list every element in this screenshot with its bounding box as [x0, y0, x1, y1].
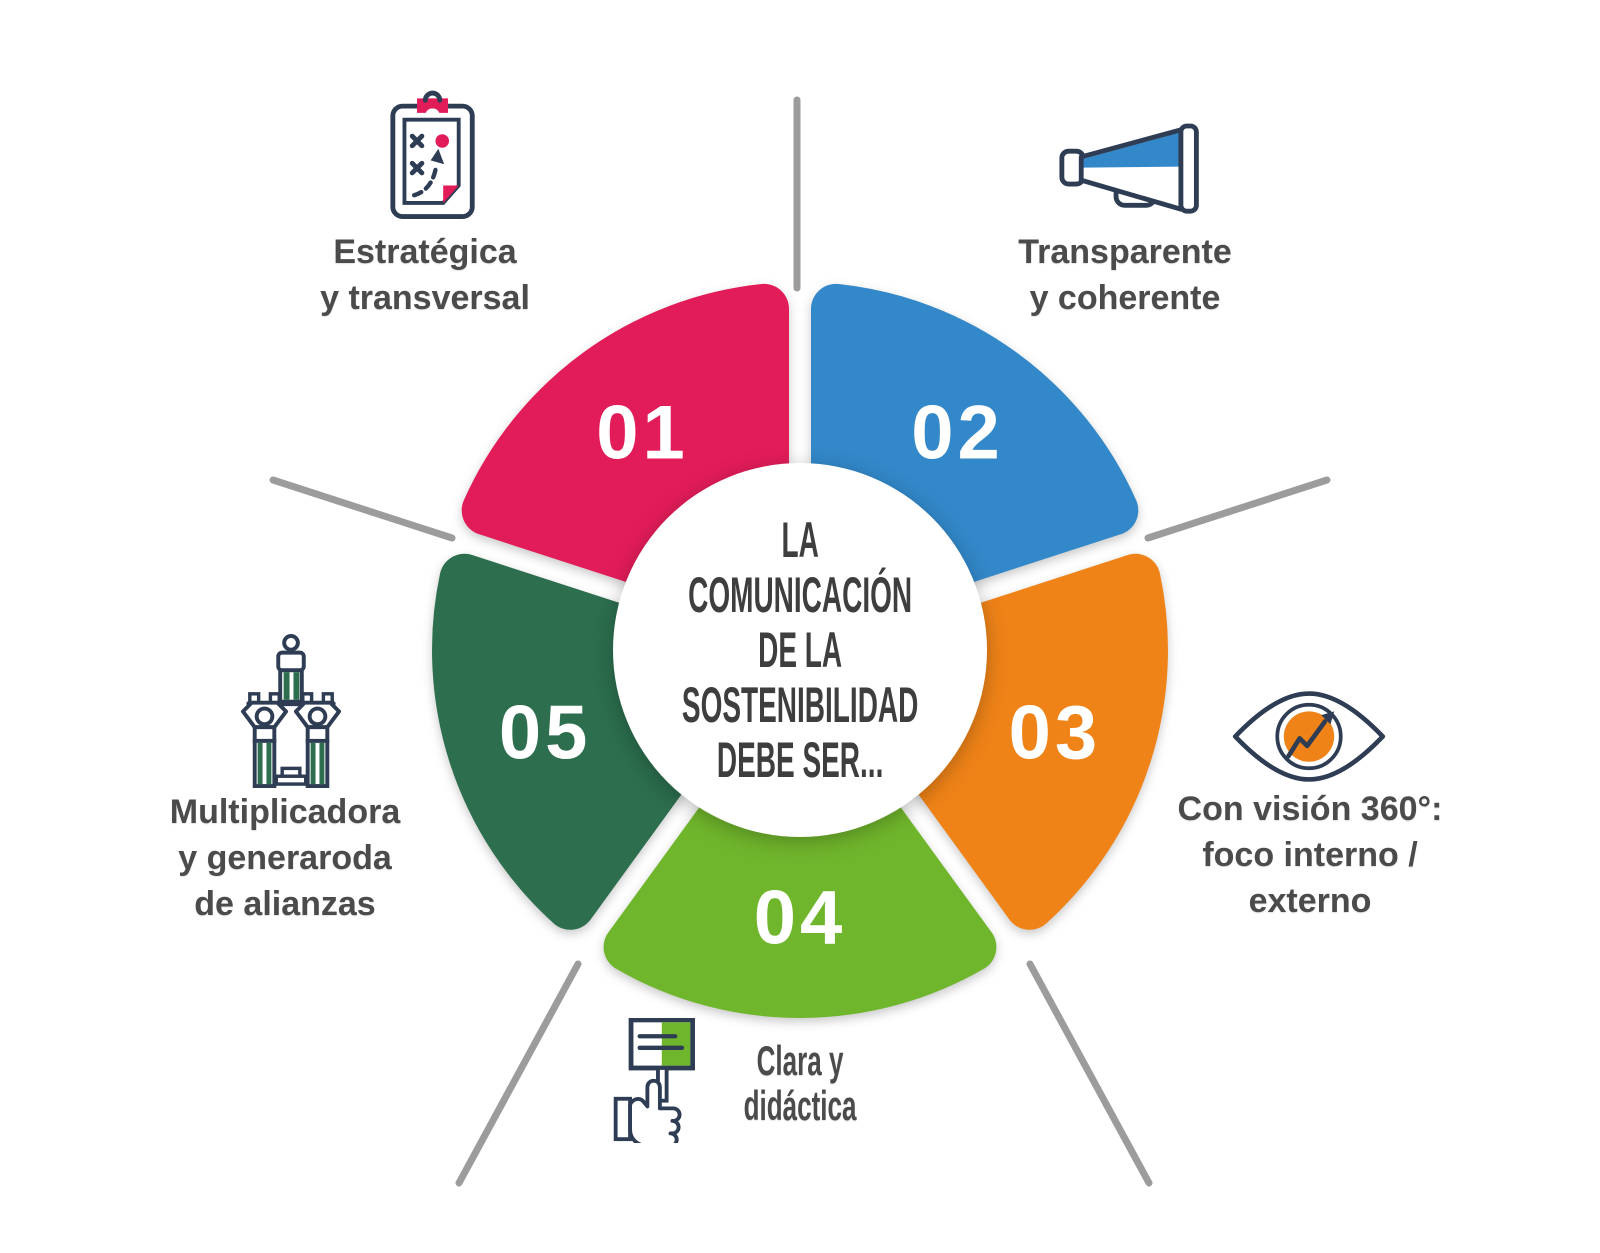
- segment-number-04: 04: [754, 876, 847, 961]
- divider-line-5: [1026, 960, 1153, 1187]
- segment-number-02: 02: [911, 391, 1004, 476]
- segment-number-03: 03: [1009, 690, 1102, 775]
- callout-clara-text: Clara y didáctica: [743, 1037, 857, 1130]
- divider-line-4: [455, 960, 582, 1187]
- strategy-clipboard-icon: [390, 90, 475, 219]
- callout-clara-label: Clara y didáctica: [650, 1038, 950, 1129]
- center-title-text: LA COMUNICACIÓN DE LA SOSTENIBILIDAD DEB…: [681, 511, 919, 788]
- callout-vision-label: Con visión 360°: foco interno / externo: [1177, 790, 1443, 920]
- hand-sign-icon: [613, 1018, 695, 1143]
- segment-number-05: 05: [499, 690, 592, 775]
- callout-estrategica-label: Estratégica y transversal: [320, 233, 530, 317]
- lifter-left: [240, 692, 289, 788]
- people-lifting-icon: [240, 633, 342, 788]
- divider-line-3: [1144, 476, 1331, 542]
- eye-trend-icon: [1232, 691, 1386, 782]
- lifter-right: [293, 692, 342, 788]
- divider-line-2: [269, 476, 456, 542]
- center-title: LA COMUNICACIÓN DE LA SOSTENIBILIDAD DEB…: [580, 505, 1020, 795]
- callout-transparente-label: Transparente y coherente: [1018, 233, 1232, 317]
- center-circle: [613, 463, 987, 837]
- megaphone-icon: [1059, 123, 1199, 214]
- segment-number-01: 01: [596, 391, 689, 476]
- callout-multiplicadora-label: Multiplicadora y generaroda de alianzas: [169, 793, 401, 923]
